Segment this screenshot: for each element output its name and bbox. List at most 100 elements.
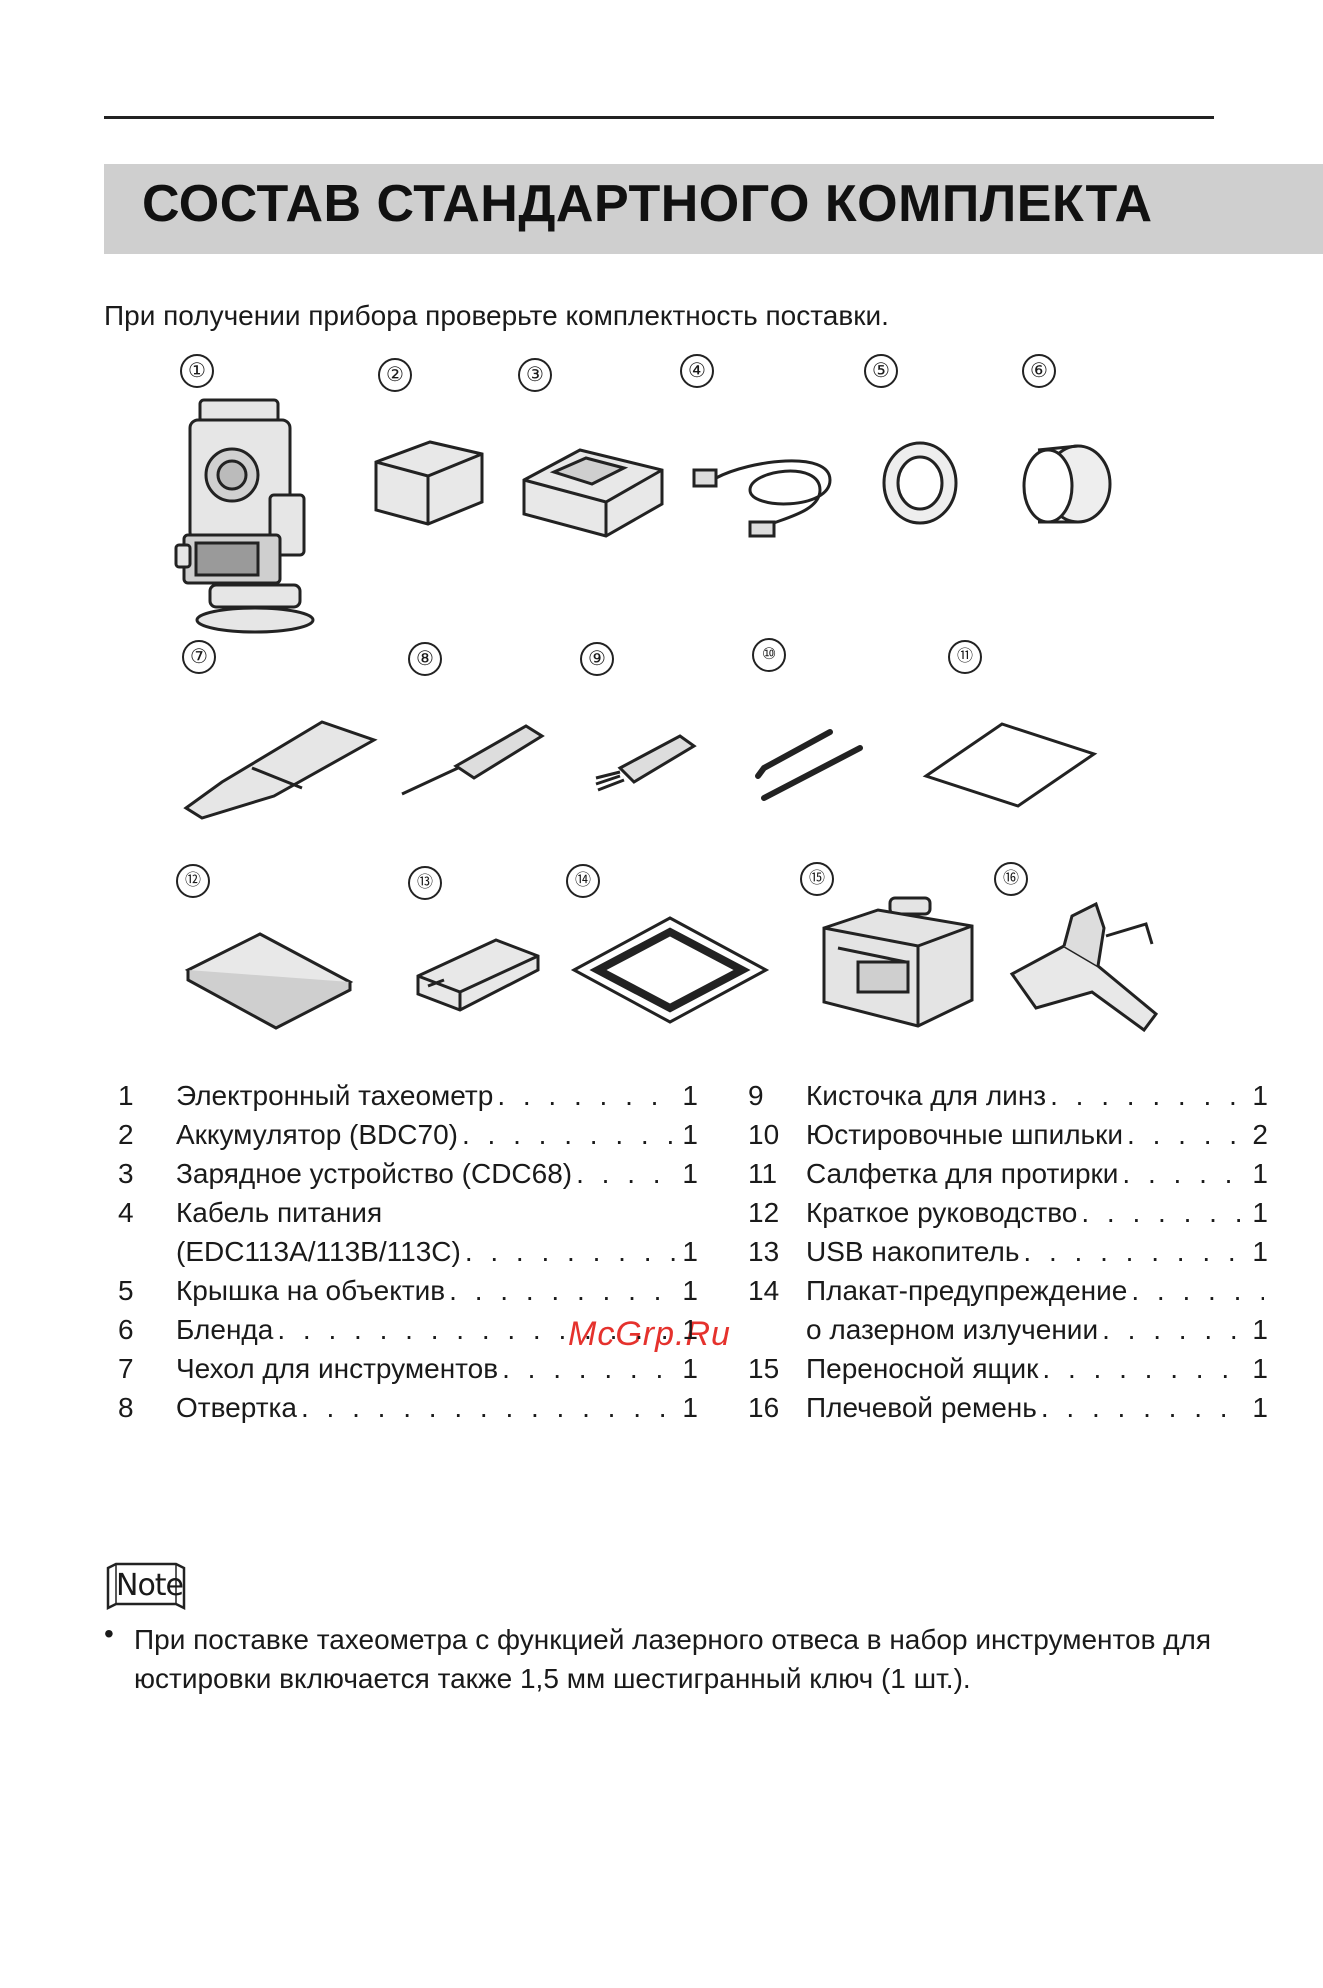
item-number: 10 <box>748 1119 780 1150</box>
battery-icon <box>374 440 484 526</box>
item-number-5: ⑤ <box>864 354 898 388</box>
item-number: 16 <box>748 1392 780 1423</box>
item-name: USB накопитель <box>806 1236 1020 1267</box>
item-name: Отвертка <box>176 1392 297 1423</box>
list-item: 12 Краткое руководство 1 <box>748 1197 1268 1236</box>
leader-dots <box>502 1353 676 1385</box>
list-item: 5 Крышка на объектив 1 <box>118 1275 698 1314</box>
list-item: 4 Кабель питания <box>118 1197 698 1236</box>
note-icon <box>106 1562 186 1611</box>
list-item: (EDC113A/113B/113C) 1 <box>118 1236 698 1275</box>
item-name: Юстировочные шпильки <box>806 1119 1124 1150</box>
note-bullet: • <box>104 1618 114 1649</box>
item-number: 7 <box>118 1353 134 1384</box>
note-text: При поставке тахеометра с функцией лазер… <box>134 1624 1212 1694</box>
item-number-7: ⑦ <box>182 640 216 674</box>
items-list-left: 1 Электронный тахеометр 1 2 Аккумулятор … <box>118 1080 698 1431</box>
item-number: 12 <box>748 1197 780 1228</box>
item-name: Аккумулятор (BDC70) <box>176 1119 458 1150</box>
item-quantity: 1 <box>682 1119 698 1150</box>
quick-guide-icon <box>184 932 354 1030</box>
charger-icon <box>522 448 664 538</box>
leader-dots <box>449 1275 676 1307</box>
item-name: (EDC113A/113B/113C) <box>176 1236 461 1267</box>
item-number-3: ③ <box>518 358 552 392</box>
item-name: Плечевой ремень <box>806 1392 1037 1423</box>
leader-dots <box>1131 1275 1264 1307</box>
item-number-1: ① <box>180 354 214 388</box>
list-item: 14 Плакат-предупреждение <box>748 1275 1268 1314</box>
item-number: 1 <box>118 1080 134 1111</box>
shoulder-strap-icon <box>1009 901 1159 1033</box>
item-quantity: 1 <box>682 1158 698 1189</box>
adjusting-pins-icon <box>755 729 863 801</box>
laser-warning-poster-icon <box>570 916 770 1024</box>
item-number: 5 <box>118 1275 134 1306</box>
item-number-2: ② <box>378 358 412 392</box>
item-name: Зарядное устройство (CDC68) <box>176 1158 573 1189</box>
item-number: 8 <box>118 1392 134 1423</box>
intro-text: При получении прибора проверьте комплект… <box>104 300 889 331</box>
leader-dots <box>301 1392 676 1424</box>
carrying-case-icon <box>822 896 974 1028</box>
power-cable-icon <box>692 459 832 538</box>
item-name: Электронный тахеометр <box>176 1080 494 1111</box>
item-quantity: 1 <box>682 1353 698 1384</box>
item-number-9: ⑨ <box>580 642 614 676</box>
item-number-10: ⑩ <box>752 638 786 672</box>
leader-dots <box>462 1119 676 1151</box>
list-item: 9 Кисточка для линз 1 <box>748 1080 1268 1119</box>
item-quantity: 1 <box>1252 1314 1268 1345</box>
leader-dots <box>497 1080 676 1112</box>
item-number-16: ⑯ <box>994 862 1028 896</box>
item-quantity: 1 <box>682 1236 698 1267</box>
screwdriver-icon <box>401 724 545 796</box>
item-number-13: ⑬ <box>408 866 442 900</box>
usb-drive-icon <box>416 938 540 1012</box>
note-label: Note <box>116 1568 184 1603</box>
item-quantity: 1 <box>1252 1392 1268 1423</box>
item-name: Кабель питания <box>176 1197 383 1228</box>
leader-dots <box>1102 1314 1246 1346</box>
leader-dots <box>465 1236 676 1268</box>
item-name: Бленда <box>176 1314 274 1345</box>
list-item: 2 Аккумулятор (BDC70) 1 <box>118 1119 698 1158</box>
item-name: Плакат-предупреждение <box>806 1275 1128 1306</box>
lens-hood-icon <box>1022 444 1112 524</box>
list-item: 1 Электронный тахеометр 1 <box>118 1080 698 1119</box>
list-item: 6 Бленда 1 <box>118 1314 698 1353</box>
tool-pouch-icon <box>183 720 378 820</box>
components-figure: ① ② ③ ④ ⑤ ⑥ ⑦ ⑧ ⑨ ⑩ ⑪ ⑫ ⑬ ⑭ ⑮ ⑯ <box>0 340 1323 1353</box>
list-item: 11 Салфетка для протирки 1 <box>748 1158 1268 1197</box>
item-number: 6 <box>118 1314 134 1345</box>
item-quantity: 1 <box>682 1314 698 1345</box>
item-quantity: 1 <box>682 1392 698 1423</box>
item-number: 4 <box>118 1197 134 1228</box>
item-number-8: ⑧ <box>408 642 442 676</box>
item-quantity: 1 <box>1252 1158 1268 1189</box>
item-name: Краткое руководство <box>806 1197 1078 1228</box>
items-list-right: 9 Кисточка для линз 1 10 Юстировочные шп… <box>748 1080 1268 1431</box>
top-rule <box>104 116 1214 119</box>
leader-dots <box>1122 1158 1246 1190</box>
item-number: 14 <box>748 1275 780 1306</box>
total-station-icon <box>174 398 315 634</box>
page-title: СОСТАВ СТАНДАРТНОГО КОМПЛЕКТА <box>142 175 1153 233</box>
leader-dots <box>1050 1080 1246 1112</box>
leader-dots <box>277 1314 676 1346</box>
item-number: 15 <box>748 1353 780 1384</box>
lens-brush-icon <box>595 734 697 792</box>
item-number-6: ⑥ <box>1022 354 1056 388</box>
item-quantity: 1 <box>1252 1197 1268 1228</box>
item-quantity: 1 <box>682 1275 698 1306</box>
item-quantity: 1 <box>1252 1080 1268 1111</box>
item-name: Крышка на объектив <box>176 1275 446 1306</box>
item-name: о лазерном излучении <box>806 1314 1099 1345</box>
leader-dots <box>1023 1236 1246 1268</box>
leader-dots <box>1041 1392 1246 1424</box>
item-quantity: 1 <box>1252 1236 1268 1267</box>
item-quantity: 1 <box>1252 1353 1268 1384</box>
item-name: Салфетка для протирки <box>806 1158 1119 1189</box>
item-quantity: 2 <box>1252 1119 1268 1150</box>
item-name: Переносной ящик <box>806 1353 1039 1384</box>
